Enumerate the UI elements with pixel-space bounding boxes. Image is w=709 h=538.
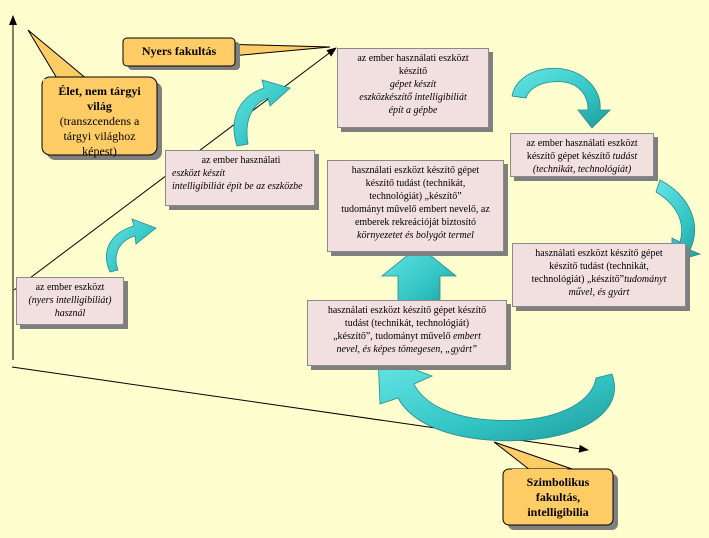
box6-line3: technológiát) „készítő”tudományt xyxy=(517,273,681,286)
box-kornyezetet-termel: használati eszközt készítő gépet készítő… xyxy=(327,160,504,252)
box6-line1: használati eszközt készítő gépet xyxy=(535,248,663,259)
box4-line2a: készítő gépet készítő xyxy=(526,151,613,162)
nyers-title: Nyers fakultás xyxy=(141,44,217,58)
box4-line2b: tudást xyxy=(612,151,638,162)
elet-title-line1: Élet, nem tárgyi xyxy=(58,84,141,98)
szimbolikus-line1: Szimbolikus xyxy=(526,475,590,489)
box-eszkozt-keszit: az ember használati eszközt készít intel… xyxy=(165,150,315,206)
box4-line2: készítő gépet készítő tudást xyxy=(515,150,649,163)
box-eszkozt-hasznal: az ember eszközt (nyers intelligibiliát)… xyxy=(16,277,124,325)
box6-line4: művel, és gyárt xyxy=(568,287,630,298)
box6-line3a: technológiát) „készítő” xyxy=(531,274,625,285)
curved-arrow-2 xyxy=(233,79,291,147)
box2-line3: intelligibiliát épít be az eszközbe xyxy=(172,181,303,192)
callout-szimbolikus-text: Szimbolikus fakultás, intelligibilia xyxy=(503,475,613,520)
box7-line3b: embert xyxy=(453,331,481,342)
box1-line2: (nyers intelligibiliát) xyxy=(28,295,112,306)
box6-line2: készítő tudást (technikát, xyxy=(549,261,649,272)
box4-line3: (technikát, technológiát) xyxy=(532,164,632,175)
elet-sub-line2: tárgyi világhoz xyxy=(63,129,136,143)
box3-line1: az ember használati eszközt xyxy=(357,53,469,64)
box5-line5: emberek rekreációját biztosító xyxy=(354,217,477,228)
curved-arrow-3 xyxy=(511,67,611,129)
box7-line1: használati eszközt készítő gépet készítő xyxy=(327,305,487,316)
callout-szimbolikus xyxy=(493,441,618,530)
callout-nyers-fakultas xyxy=(122,37,331,70)
box7-line3: „készítő”, tudományt művelő embert xyxy=(312,330,502,343)
box-gepet-keszit: az ember használati eszközt készítő gépe… xyxy=(337,48,489,128)
box3-line4: eszközkészítő intelligibiliát xyxy=(359,92,467,103)
box6-line3b: tudományt xyxy=(624,274,667,285)
box1-line3: használ xyxy=(54,308,86,319)
box5-line1: használati eszközt készítő gépet xyxy=(351,165,480,176)
box3-line2: készítő xyxy=(398,66,428,77)
szimbolikus-line2: fakultás, xyxy=(535,490,581,504)
box-embert-nevel: használati eszközt készítő gépet készítő… xyxy=(307,300,507,366)
box-tudast: az ember használati eszközt készítő gépe… xyxy=(510,133,654,177)
elet-sub-line1: (transzcendens a xyxy=(59,114,140,128)
box7-line2: tudást (technikát, technológiát) xyxy=(344,318,470,329)
box1-line1: az ember eszközt xyxy=(35,282,105,293)
box7-line3a: „készítő”, tudományt művelő xyxy=(333,331,454,342)
szimbolikus-line3: intelligibilia xyxy=(527,505,589,519)
elet-sub-line3: képest) xyxy=(82,144,117,158)
elet-title-line2: világ xyxy=(87,99,112,113)
box5-line2: készítő tudást (technikát, xyxy=(365,178,466,189)
box3-line3: gépet készít xyxy=(389,79,437,90)
box5-line3: technológiát) „készítő” xyxy=(369,191,462,202)
box4-line1: az ember használati eszközt xyxy=(526,138,638,149)
box3-line5: épít a gépbe xyxy=(388,105,438,116)
box5-line6: környezetet és bolygót termel xyxy=(357,230,474,241)
box-tudomanyt-muvel: használati eszközt készítő gépet készítő… xyxy=(512,243,686,307)
box7-line4: nevel, és képes tömegesen, „gyártˮ xyxy=(336,344,478,355)
curved-arrow-5 xyxy=(377,355,615,442)
box2-line2: eszközt készít xyxy=(172,168,226,179)
callout-elet xyxy=(27,29,162,160)
box5-line4: tudományt művelő embert nevelő, az xyxy=(341,204,490,215)
curved-arrow-1 xyxy=(106,218,157,273)
callout-elet-text: Élet, nem tárgyi világ (transzcendens a … xyxy=(42,84,157,159)
box2-line1: az ember használati xyxy=(201,155,281,166)
callout-nyers-fakultas-text: Nyers fakultás xyxy=(123,44,235,59)
